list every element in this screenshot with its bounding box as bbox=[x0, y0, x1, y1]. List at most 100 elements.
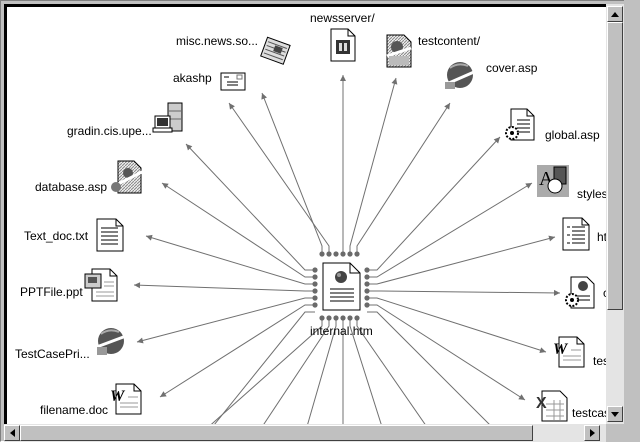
node-label-gradin[interactable]: gradin.cis.upe... bbox=[67, 124, 152, 138]
node-pptfile[interactable] bbox=[84, 268, 118, 307]
server-computer-icon bbox=[152, 102, 183, 133]
arrowhead bbox=[229, 103, 235, 110]
connector-dot bbox=[364, 281, 370, 287]
text-document-icon bbox=[96, 218, 124, 252]
svg-text:X: X bbox=[536, 395, 547, 412]
node-label-testca[interactable]: testca bbox=[593, 354, 607, 368]
globe-page-icon bbox=[93, 328, 127, 355]
node-filename[interactable]: W bbox=[110, 383, 142, 420]
node-label-testcontent[interactable]: testcontent/ bbox=[418, 34, 481, 48]
arrowhead bbox=[444, 103, 450, 110]
web-content-icon bbox=[109, 160, 143, 194]
node-label-stylesheet[interactable]: styleshee bbox=[577, 187, 607, 201]
node-clsid[interactable] bbox=[563, 276, 595, 315]
link-lines bbox=[133, 75, 561, 425]
node-database[interactable] bbox=[109, 160, 143, 199]
node-newsserver[interactable] bbox=[330, 28, 356, 67]
arrowhead bbox=[137, 337, 144, 344]
node-textdoc[interactable] bbox=[96, 218, 124, 257]
node-label-akashp[interactable]: akashp bbox=[173, 71, 212, 85]
node-label-filename[interactable]: filename.doc bbox=[40, 403, 109, 417]
svg-text:W: W bbox=[110, 388, 126, 405]
node-cover[interactable] bbox=[440, 60, 476, 97]
node-label-pptfile[interactable]: PPTFile.ppt bbox=[20, 285, 83, 299]
scroll-down-button[interactable] bbox=[607, 406, 623, 422]
link-edge bbox=[159, 304, 315, 398]
node-label-miscnews[interactable]: misc.news.so... bbox=[176, 34, 259, 48]
link-edge bbox=[367, 311, 491, 425]
link-edge bbox=[340, 75, 346, 254]
web-content-icon bbox=[386, 34, 412, 68]
word-document-icon: W bbox=[553, 336, 585, 368]
connector-dot bbox=[333, 315, 339, 321]
link-edge bbox=[356, 102, 451, 254]
link-edge bbox=[367, 136, 501, 271]
node-miscnews[interactable] bbox=[259, 35, 293, 74]
link-edge bbox=[185, 143, 315, 271]
node-testcontent[interactable] bbox=[386, 34, 412, 73]
node-testcasep[interactable]: X bbox=[536, 390, 568, 425]
link-edge bbox=[367, 297, 547, 354]
node-global[interactable] bbox=[503, 108, 535, 147]
connector-dot bbox=[312, 281, 318, 287]
connector-dot bbox=[312, 302, 318, 308]
node-label-database[interactable]: database.asp bbox=[35, 180, 108, 194]
vertical-scrollbar[interactable] bbox=[606, 4, 624, 424]
arrow-right-icon bbox=[589, 429, 595, 437]
asp-gear-document-icon bbox=[505, 108, 535, 141]
window-edge bbox=[624, 0, 640, 442]
node-label-textdoc[interactable]: Text_doc.txt bbox=[24, 229, 89, 243]
connector-dot bbox=[354, 251, 360, 257]
arrowhead bbox=[261, 93, 267, 100]
arrowhead bbox=[493, 137, 500, 144]
arrowhead bbox=[186, 144, 193, 151]
connector-dot bbox=[319, 315, 325, 321]
horizontal-scroll-thumb[interactable] bbox=[20, 425, 534, 441]
scroll-right-button[interactable] bbox=[584, 425, 600, 441]
link-edge bbox=[213, 311, 315, 425]
node-htmla[interactable] bbox=[562, 217, 590, 256]
horizontal-scrollbar[interactable] bbox=[4, 424, 606, 442]
arrow-up-icon bbox=[611, 11, 619, 17]
arrowhead bbox=[340, 75, 346, 81]
link-edge bbox=[349, 318, 382, 425]
node-akashp[interactable] bbox=[220, 72, 246, 97]
link-edge bbox=[367, 182, 533, 278]
site-map-canvas[interactable]: internal.htm newsserver/ bbox=[4, 4, 607, 425]
node-testcasepri[interactable] bbox=[93, 326, 127, 363]
node-label-cover[interactable]: cover.asp bbox=[486, 61, 538, 75]
vertical-scroll-thumb[interactable] bbox=[607, 22, 623, 310]
connector-dot bbox=[347, 251, 353, 257]
link-edge bbox=[261, 92, 323, 254]
connector-dot bbox=[319, 251, 325, 257]
connector-dot bbox=[364, 267, 370, 273]
center-node[interactable] bbox=[322, 262, 362, 317]
connector-dot bbox=[312, 274, 318, 280]
connector-dot bbox=[340, 251, 346, 257]
node-label-testcasepri[interactable]: TestCasePri... bbox=[15, 347, 90, 361]
node-label-clsid[interactable]: clsic bbox=[603, 286, 607, 300]
arrowhead bbox=[525, 183, 532, 189]
node-label-testcasep[interactable]: testcasep bbox=[572, 406, 607, 420]
node-testca[interactable]: W bbox=[553, 336, 585, 373]
arrowhead bbox=[391, 78, 398, 85]
center-node-label[interactable]: internal.htm bbox=[310, 324, 373, 338]
connector-dot bbox=[364, 295, 370, 301]
word-document-icon: W bbox=[110, 383, 142, 415]
link-edge bbox=[356, 318, 427, 425]
node-gradin[interactable] bbox=[152, 102, 186, 139]
scroll-left-button[interactable] bbox=[4, 425, 20, 441]
node-label-global[interactable]: global.asp bbox=[545, 128, 600, 142]
node-stylesheet[interactable]: A bbox=[537, 165, 569, 202]
link-edge bbox=[367, 235, 556, 285]
newsgroup-icon bbox=[260, 36, 291, 65]
arrow-left-icon bbox=[9, 429, 15, 437]
node-label-newsserver[interactable]: newsserver/ bbox=[310, 11, 375, 25]
scroll-up-button[interactable] bbox=[607, 6, 623, 22]
activex-component-icon bbox=[565, 276, 595, 309]
powerpoint-document-icon bbox=[84, 268, 118, 302]
connector-dot bbox=[354, 315, 360, 321]
node-label-htmla[interactable]: htmla bbox=[597, 230, 607, 244]
arrowhead bbox=[553, 289, 560, 296]
link-graph: internal.htm newsserver/ bbox=[7, 7, 607, 425]
